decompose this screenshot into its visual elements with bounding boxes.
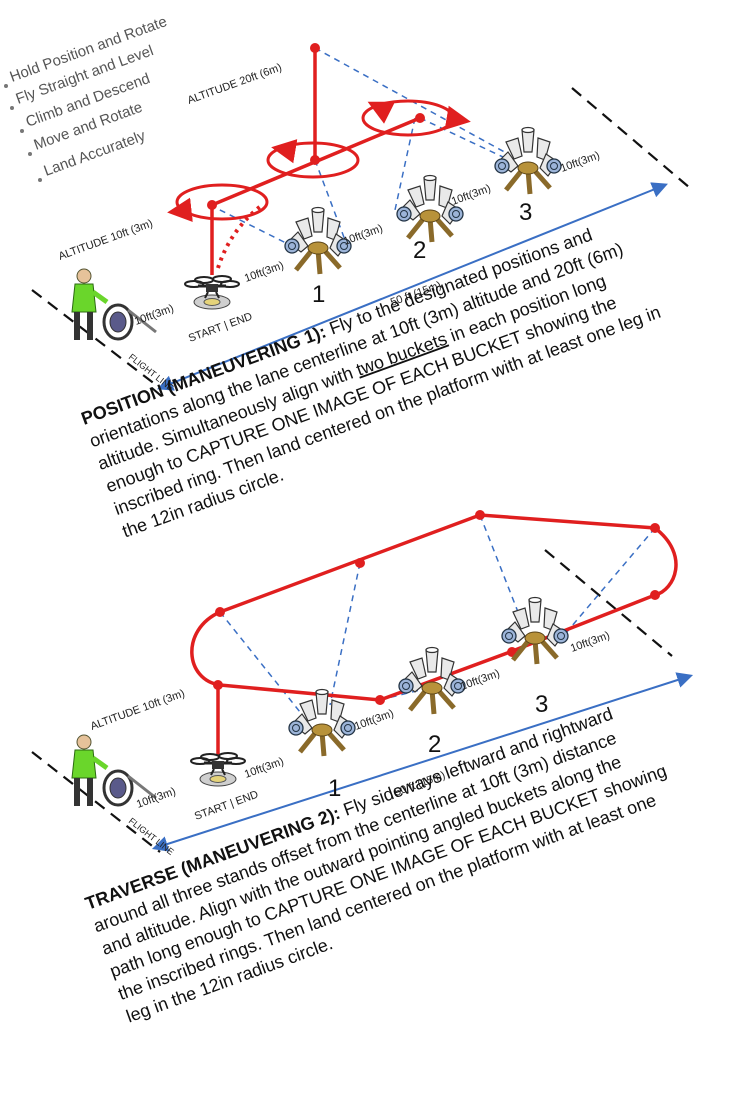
- bucket-stand-icon: [495, 128, 561, 195]
- offset-label: 10ft(3m): [135, 786, 178, 811]
- offset-label: 10ft(3m): [450, 183, 493, 208]
- offset-label: 10ft(3m): [342, 223, 385, 248]
- station-number: 1: [312, 281, 325, 308]
- bucket-stand-icon: [397, 176, 463, 243]
- drone-icon: [189, 751, 247, 788]
- lane-arrow-bottom: [151, 672, 694, 852]
- boundary-lines: [31, 87, 691, 853]
- description-position: POSITION (MANEUVERING 1): Fly to the des…: [79, 225, 664, 542]
- bucket-stand-icon: [285, 208, 351, 275]
- offset-label: 10ft(3m): [459, 668, 502, 693]
- station-number: 3: [519, 199, 532, 226]
- offset-label: 10ft(3m): [243, 260, 286, 285]
- offset-label: 10ft(3m): [353, 708, 396, 733]
- waypoint-dots-bottom: [213, 510, 660, 705]
- lane-arrow-top: [157, 182, 668, 391]
- offset-label: 10ft(3m): [133, 303, 176, 328]
- station-number: 2: [428, 731, 441, 758]
- flight-line-label: FLIGHT LINE: [127, 816, 176, 857]
- offset-label: 10ft(3m): [569, 630, 612, 655]
- altitude-low-label: ALTITUDE 10ft (3m): [57, 218, 155, 263]
- svg-text:altitude. Simultaneously align: altitude. Simultaneously align with two …: [95, 271, 609, 474]
- offset-label: 10ft(3m): [559, 150, 602, 175]
- station-number: 3: [535, 691, 548, 718]
- bucket-stand-icon: [289, 690, 355, 757]
- station-number: 2: [413, 237, 426, 264]
- pilot-icon: [72, 735, 156, 806]
- checklist: Hold Position and Rotate Fly Straight an…: [4, 13, 169, 182]
- start-end-label: START | END: [187, 311, 254, 345]
- description-traverse: TRAVERSE (MANEUVERING 2): Fly sideways l…: [83, 703, 670, 1026]
- drone-icon: [183, 274, 241, 311]
- station-number: 1: [328, 775, 341, 802]
- altitude-low-label: ALTITUDE 10ft (3m): [89, 688, 187, 733]
- offset-label: 10ft(3m): [243, 756, 286, 781]
- altitude-high-label: ALTITUDE 20ft (6m): [186, 62, 284, 107]
